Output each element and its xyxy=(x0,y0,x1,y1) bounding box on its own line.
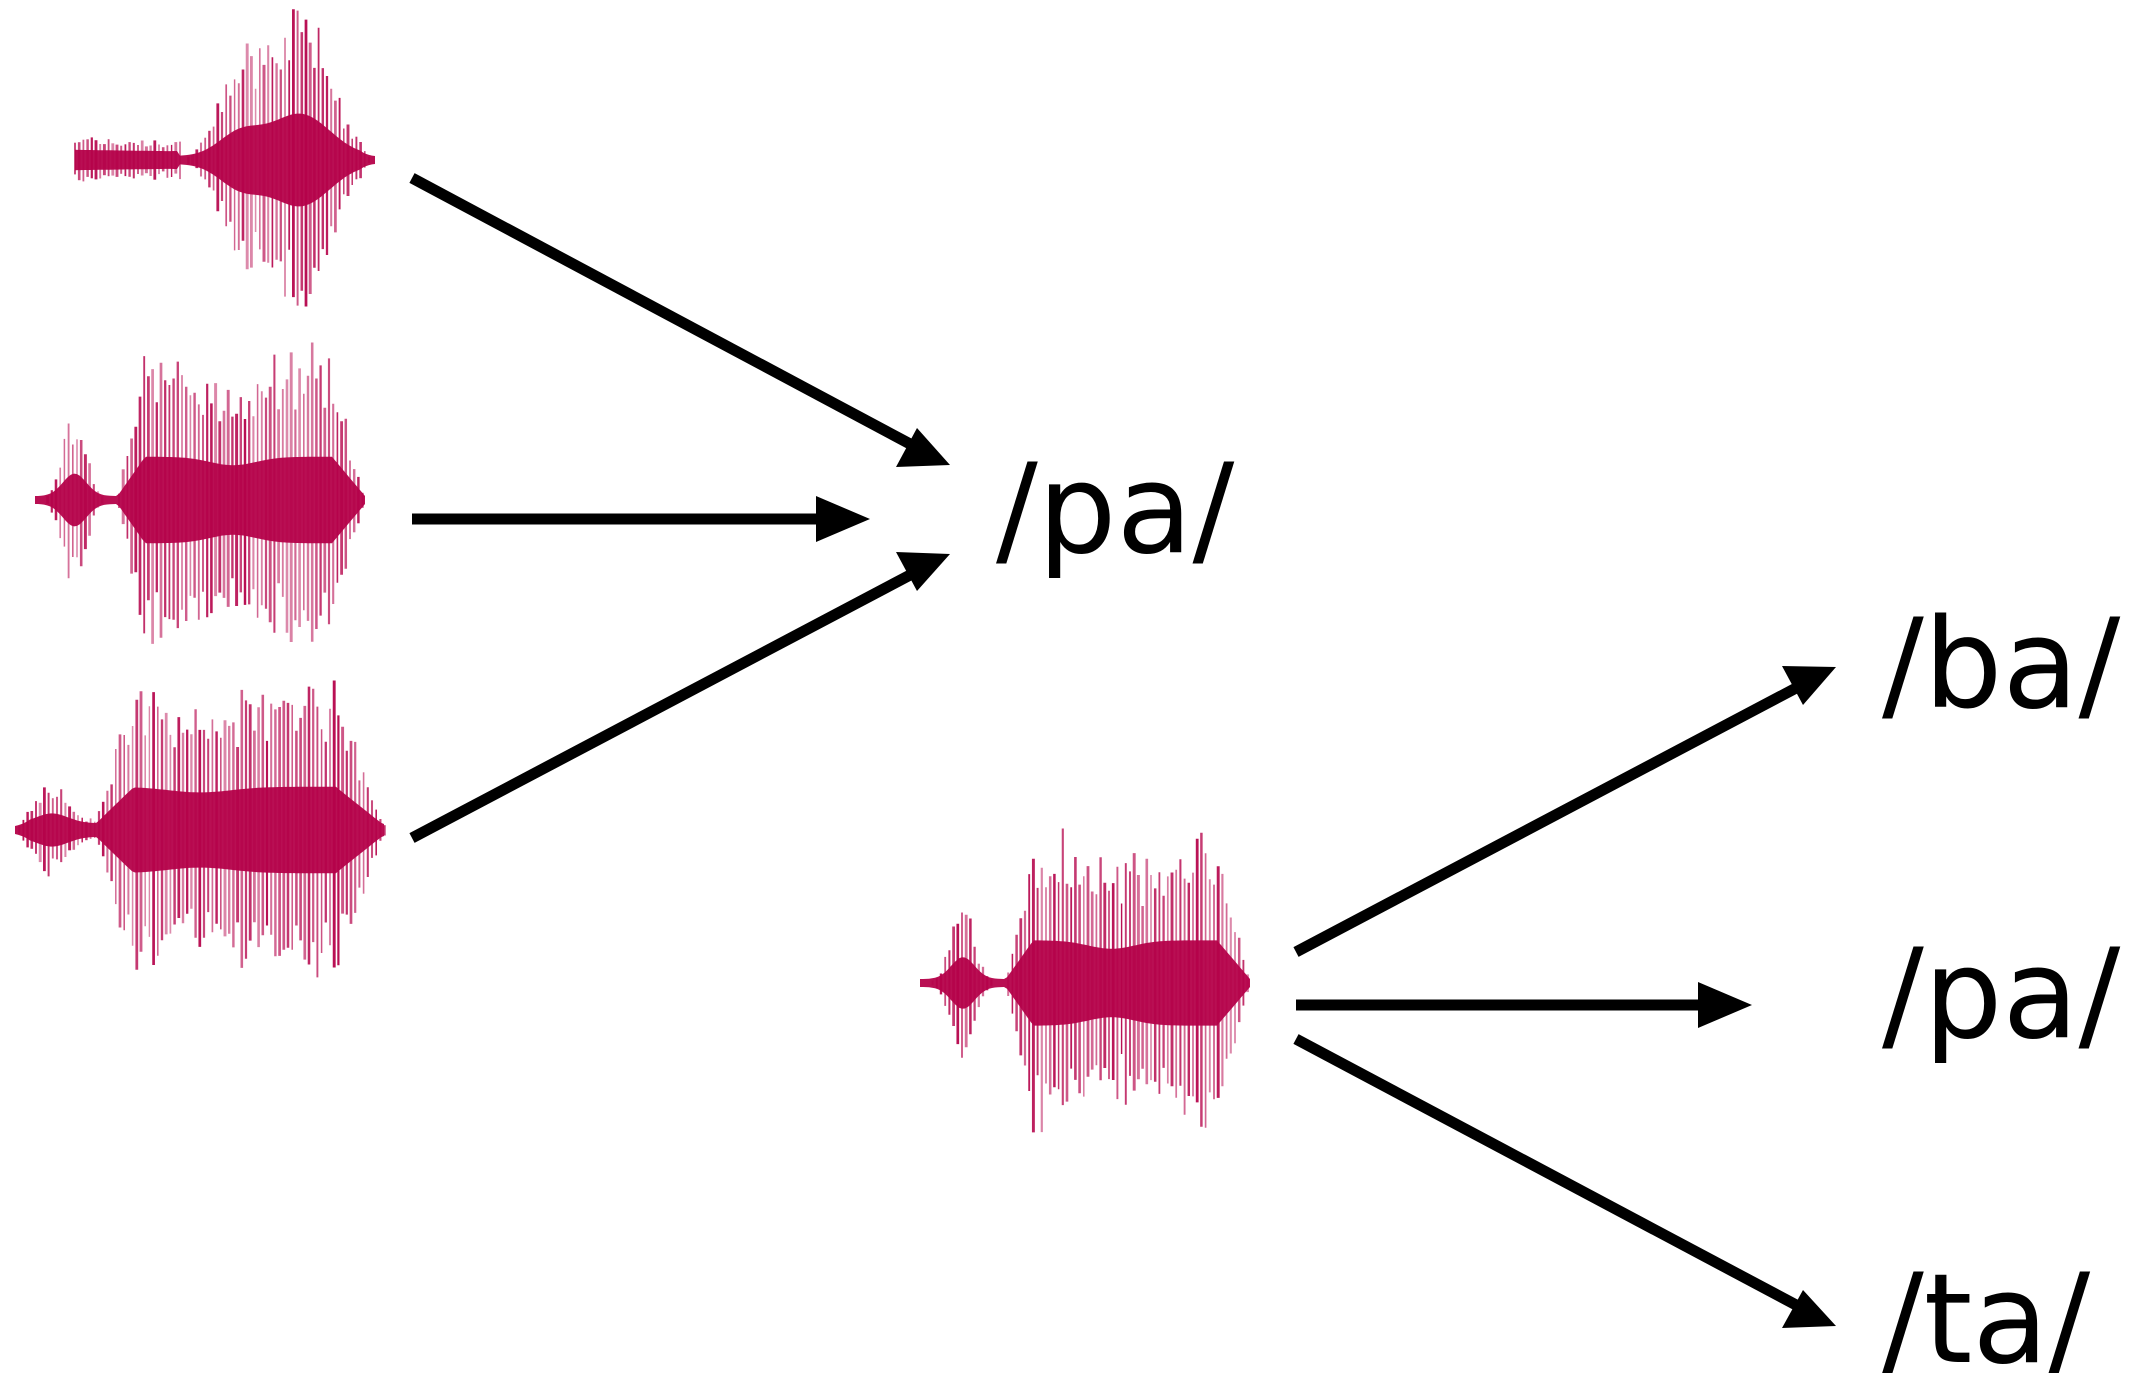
label-pa: /pa/ xyxy=(1882,923,2120,1067)
label-target-pa: /pa/ xyxy=(996,438,1234,582)
arrow-bottom-to-pa xyxy=(409,552,950,843)
waveform-middle-left xyxy=(35,342,365,644)
label-ba: /ba/ xyxy=(1882,593,2120,737)
arrow-center-to-ba xyxy=(1293,666,1836,957)
arrow-center-to-ta xyxy=(1293,1034,1836,1328)
arrow-middle-to-pa xyxy=(412,496,870,542)
waveform-center xyxy=(920,828,1250,1133)
waveform-bottom-left xyxy=(15,680,386,978)
arrow-center-to-pa xyxy=(1296,982,1752,1028)
arrow-top-to-pa xyxy=(409,173,950,467)
label-ta: /ta/ xyxy=(1882,1248,2090,1373)
waveform-top-left xyxy=(74,9,375,307)
